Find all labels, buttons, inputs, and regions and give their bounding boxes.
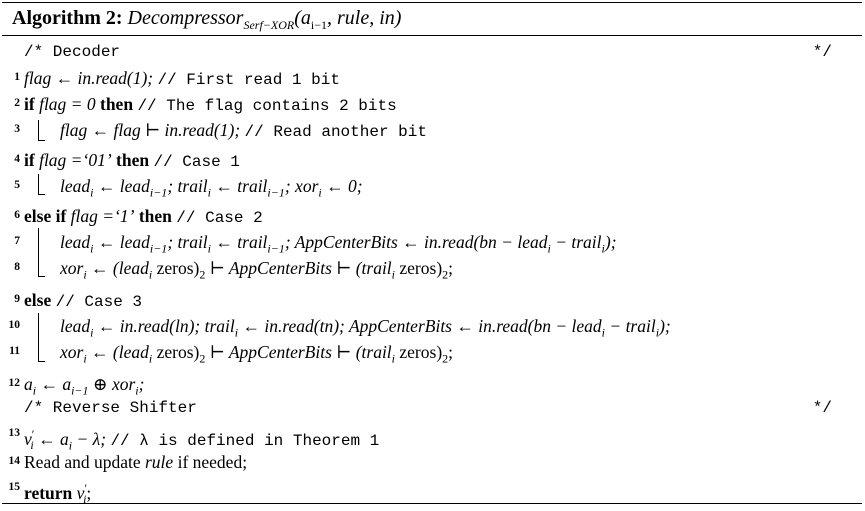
line-content: flag ← in.read(1); // First read 1 bit [24, 68, 340, 89]
line-content: xori ← (leadi zeros)2 ⊢ AppCenterBits ⊢ … [60, 342, 454, 366]
line-number: 9 [14, 293, 20, 305]
comment-end: */ [812, 399, 832, 417]
algo-line-5: 5 leadi ← leadi−1; traili ← traili−1; xo… [2, 174, 862, 200]
line-number: 10 [8, 319, 21, 331]
algorithm-args-sub: i−1 [310, 18, 328, 32]
line-content: flag ← flag ⊢ in.read(1); // Read anothe… [60, 120, 427, 141]
line-number: 8 [14, 261, 20, 273]
title-rule [2, 35, 862, 36]
algo-line-4: 4 if flag =‘01’ then // Case 1 [2, 148, 862, 172]
line-number: 12 [8, 377, 21, 389]
algo-line-15: 15 return v′i; [2, 476, 862, 506]
line-content: leadi ← in.read(ln); traili ← in.read(tn… [60, 316, 671, 340]
line-number: 13 [8, 427, 21, 439]
block-bracket-case2-end [38, 256, 45, 277]
line-content: if flag = 0 then // The flag contains 2 … [24, 94, 397, 115]
algorithm-title: Algorithm 2: DecompressorSerf−XOR(ai−1, … [12, 7, 401, 33]
algorithm-name-sub: Serf−XOR [243, 18, 295, 32]
top-rule [2, 2, 862, 3]
line-number: 4 [14, 153, 20, 165]
line-content: return v′i; [24, 481, 92, 507]
block-bracket-case2 [38, 228, 39, 276]
algo-line-2: 2 if flag = 0 then // The flag contains … [2, 92, 862, 116]
line-number: 15 [8, 481, 21, 493]
line-number: 14 [8, 455, 21, 467]
block-bracket-case3 [38, 313, 39, 361]
line-number: 6 [14, 209, 20, 221]
algo-line-14: 14 Read and update rule if needed; [2, 450, 862, 474]
comment-text: /* Reverse Shifter [24, 399, 197, 417]
line-content: xori ← (leadi zeros)2 ⊢ AppCenterBits ⊢ … [60, 258, 454, 282]
comment-text: /* Decoder [24, 43, 121, 61]
line-number: 2 [14, 97, 20, 109]
line-number: 11 [9, 345, 20, 357]
block-bracket-line3 [38, 120, 45, 141]
block-bracket-line5 [38, 174, 45, 195]
line-number: 7 [14, 235, 20, 247]
algo-line-11: 11 xori ← (leadi zeros)2 ⊢ AppCenterBits… [2, 340, 862, 366]
block-bracket-case3-end [38, 341, 45, 362]
line-content: ai ← ai−1 ⊕ xori; [24, 374, 145, 398]
line-content: if flag =‘01’ then // Case 1 [24, 150, 240, 171]
algo-line-8: 8 xori ← (leadi zeros)2 ⊢ AppCenterBits … [2, 256, 862, 282]
algo-line-3: 3 flag ← flag ⊢ in.read(1); // Read anot… [2, 118, 862, 142]
algo-line-6: 6 else if flag =‘1’ then // Case 2 [2, 204, 862, 228]
algorithm-name: Decompressor [127, 7, 244, 29]
line-content: Read and update rule if needed; [24, 452, 248, 472]
comment-reverse-shifter: /* Reverse Shifter */ [2, 396, 862, 420]
algo-line-10: 10 leadi ← in.read(ln); traili ← in.read… [2, 314, 862, 340]
algorithm-label: Algorithm 2: [12, 7, 123, 29]
line-content: leadi ← leadi−1; traili ← traili−1; AppC… [60, 232, 617, 256]
algo-line-9: 9 else // Case 3 [2, 288, 862, 312]
algo-line-7: 7 leadi ← leadi−1; traili ← traili−1; Ap… [2, 230, 862, 256]
line-content: else if flag =‘1’ then // Case 2 [24, 206, 263, 227]
algo-line-1: 1 flag ← in.read(1); // First read 1 bit [2, 66, 862, 90]
algorithm-args-rest: , rule, in) [327, 7, 402, 29]
line-content: leadi ← leadi−1; traili ← traili−1; xori… [60, 176, 363, 200]
bottom-rule [2, 503, 862, 504]
comment-decoder: /* Decoder */ [2, 40, 862, 64]
line-content: v′i ← ai − λ; // λ is defined in Theorem… [24, 427, 380, 453]
algorithm-args: (a [294, 7, 311, 29]
algo-line-13: 13 v′i ← ai − λ; // λ is defined in Theo… [2, 422, 862, 452]
line-number: 1 [14, 71, 20, 83]
line-content: else // Case 3 [24, 290, 143, 311]
line-number: 3 [14, 123, 20, 135]
line-number: 5 [14, 179, 20, 191]
algo-line-12: 12 ai ← ai−1 ⊕ xori; [2, 372, 862, 398]
comment-end: */ [812, 43, 832, 61]
